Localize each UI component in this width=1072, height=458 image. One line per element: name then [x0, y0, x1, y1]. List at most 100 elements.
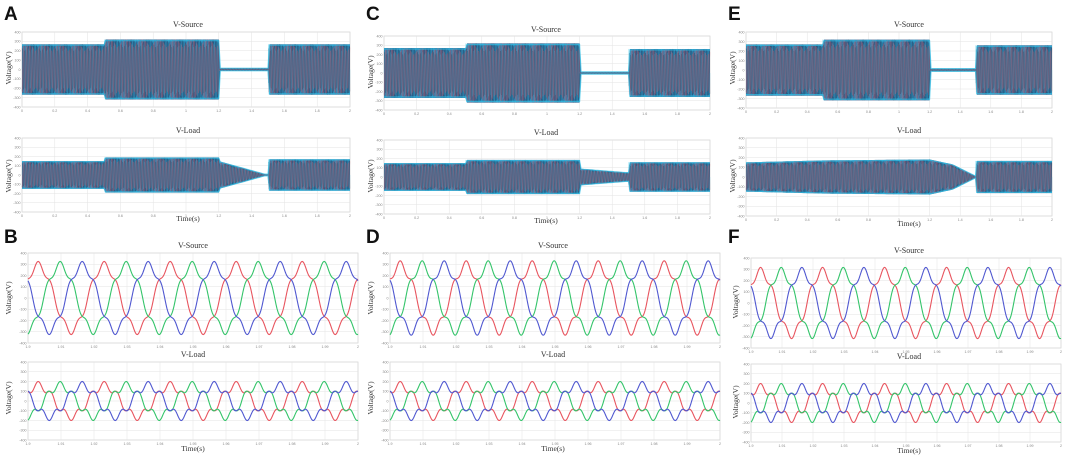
x-tick-label: 1.9 [749, 444, 754, 448]
y-tick-label: 300 [15, 146, 21, 150]
y-tick-label: -400 [381, 341, 388, 345]
series-line-Va [21, 39, 351, 100]
y-tick-label: 100 [744, 290, 750, 294]
series-line-Va [21, 157, 351, 193]
y-tick-label: 300 [383, 263, 389, 267]
x-tick-label: 1.2 [216, 109, 221, 113]
y-tick-label: -200 [381, 319, 388, 323]
series-line-Vb [383, 159, 711, 195]
x-tick-label: 1.97 [618, 345, 625, 349]
envelope-edge [22, 157, 350, 175]
series-line-Va [745, 39, 1053, 101]
series-line-Vb [21, 39, 351, 100]
x-tick-label: 1.2 [577, 112, 582, 116]
chart-f1-title: V-Source [894, 246, 924, 255]
x-tick-label: 1.97 [618, 442, 625, 446]
series-line-Vc [21, 39, 351, 100]
series-line-Vc [389, 380, 721, 422]
x-tick-label: 1.94 [872, 444, 879, 448]
x-tick-label: 0.8 [151, 109, 156, 113]
panel-letter-d: D [366, 227, 380, 248]
x-tick-label: 1.2 [577, 216, 582, 220]
x-tick-label: 0.8 [512, 216, 517, 220]
x-tick-label: 1.91 [779, 444, 786, 448]
x-tick-label: 1.98 [651, 442, 658, 446]
panel-letter-e: E [728, 4, 741, 25]
envelope-edge [746, 70, 1052, 100]
envelope-edge [22, 175, 350, 193]
chart-a2-title: V-Load [176, 126, 200, 135]
y-tick-label: -400 [19, 341, 26, 345]
series-line-Vc [21, 157, 351, 193]
x-tick-label: 0.2 [52, 109, 57, 113]
x-tick-label: 2 [357, 442, 359, 446]
envelope-edge [384, 44, 710, 73]
series-line-Va [383, 43, 711, 103]
series-line-Va [750, 266, 1062, 340]
series-line-Va [745, 159, 1053, 195]
y-tick-label: -100 [381, 409, 388, 413]
x-tick-label: 2 [1051, 110, 1053, 114]
y-tick-label: -300 [381, 429, 388, 433]
series-line-Vc [27, 260, 359, 336]
x-tick-label: 1.93 [486, 442, 493, 446]
series-line-Vc [750, 382, 1062, 424]
x-tick-label: 2 [709, 216, 711, 220]
x-tick-label: 0.8 [866, 110, 871, 114]
x-tick-label: 1.93 [124, 345, 131, 349]
panel-letter-f: F [728, 227, 740, 248]
chart-d2-title: V-Load [541, 350, 565, 359]
y-tick-label: -200 [742, 421, 749, 425]
y-tick-label: -100 [737, 185, 744, 189]
x-tick-label: 0.4 [805, 218, 810, 222]
x-tick-label: 1 [898, 218, 900, 222]
x-tick-label: 1.95 [190, 442, 197, 446]
y-tick-label: 100 [21, 285, 27, 289]
y-tick-label: 400 [739, 136, 745, 140]
y-tick-label: -200 [13, 192, 20, 196]
x-tick-label: 0 [383, 112, 385, 116]
x-tick-label: 2 [349, 214, 351, 218]
y-tick-label: 400 [21, 360, 27, 364]
x-tick-label: 2 [349, 109, 351, 113]
chart-a2-xlabel: Time(s) [176, 214, 200, 223]
y-tick-label: 300 [377, 148, 383, 152]
y-tick-label: -300 [737, 97, 744, 101]
y-tick-label: 200 [377, 157, 383, 161]
x-tick-label: 1.99 [322, 345, 329, 349]
x-tick-label: 0.4 [85, 214, 90, 218]
x-tick-label: 1.91 [58, 345, 65, 349]
x-tick-label: 1.2 [216, 214, 221, 218]
series-line-Vb [750, 266, 1062, 340]
series-line-Vc [745, 159, 1053, 195]
y-tick-label: -100 [375, 81, 382, 85]
x-tick-label: 1.9 [388, 442, 393, 446]
chart-f2-ylabel: Voltage(V) [731, 385, 740, 419]
x-tick-label: 0.4 [85, 109, 90, 113]
y-tick-label: -300 [742, 335, 749, 339]
x-tick-label: 1.96 [223, 442, 230, 446]
x-tick-label: 1.96 [585, 442, 592, 446]
y-tick-label: -300 [742, 431, 749, 435]
y-tick-label: 100 [377, 62, 383, 66]
chart-c1-ylabel: Voltage(V) [366, 55, 375, 89]
y-tick-label: -400 [13, 210, 20, 214]
chart-e1-ylabel: Voltage(V) [728, 51, 737, 85]
y-tick-label: -100 [737, 78, 744, 82]
x-tick-label: 1.6 [642, 216, 647, 220]
envelope-edge [384, 160, 710, 174]
y-tick-label: 200 [383, 274, 389, 278]
x-tick-label: 1.92 [91, 442, 98, 446]
series-line-Vb [383, 43, 711, 103]
x-tick-label: 1.8 [315, 109, 320, 113]
x-tick-label: 0 [383, 216, 385, 220]
y-tick-label: 100 [21, 390, 27, 394]
y-tick-label: -100 [19, 409, 26, 413]
x-tick-label: 1.6 [282, 109, 287, 113]
chart-d2-xlabel: Time(s) [541, 444, 565, 453]
